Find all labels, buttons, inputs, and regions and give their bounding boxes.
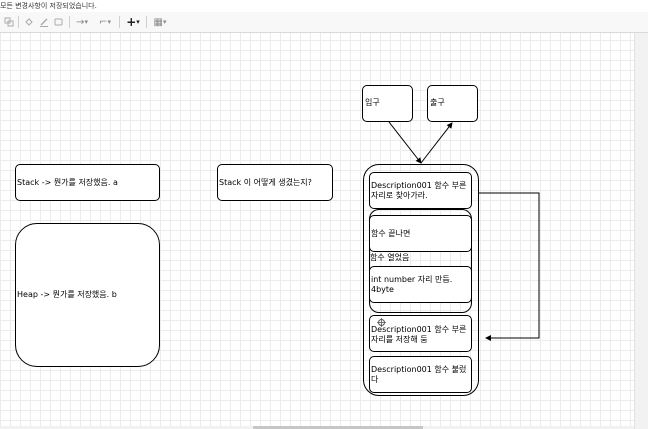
toolbar-divider — [146, 16, 147, 28]
status-bar: 모든 변경사항이 저장되었습니다. — [0, 0, 648, 12]
stack-question-box[interactable]: Stack 이 어떻게 생겼는지? — [217, 164, 333, 201]
undo-icon[interactable] — [3, 15, 15, 29]
function-end-box[interactable]: 함수 끝나면 — [369, 215, 472, 252]
toolbar-divider — [69, 16, 70, 28]
frame-return-box[interactable]: Description001 함수 부른 자리로 찾아가라. — [369, 172, 472, 209]
toolbar-divider — [18, 16, 19, 28]
function-open-label: 함수 열었음 — [370, 253, 410, 262]
horizontal-scrollbar[interactable] — [0, 426, 634, 429]
vertical-scrollbar[interactable] — [634, 33, 648, 429]
move-handle-icon[interactable] — [377, 312, 386, 327]
toolbar: →▾ ⌐▾ +▾ ▦▾ — [0, 12, 648, 33]
horizontal-scroll-thumb[interactable] — [253, 426, 423, 429]
int-number-box[interactable]: int number 자리 만듬. 4byte — [369, 266, 472, 303]
heap-box[interactable]: Heap -> 뭔가를 저장했음. b — [15, 223, 160, 367]
function-frame[interactable] — [369, 209, 472, 313]
stack-box[interactable]: Stack -> 뭔가를 저장했음. a — [15, 164, 160, 201]
stack-container[interactable] — [363, 164, 479, 396]
save-position-box[interactable]: Description001 함수 부른 자리를 저장해 둠 — [369, 315, 472, 352]
save-status-text: 모든 변경사항이 저장되었습니다. — [0, 2, 97, 10]
waypoints-icon[interactable]: ⌐▾ — [99, 16, 111, 28]
exit-box[interactable]: 출구 — [427, 85, 478, 122]
fill-color-icon[interactable] — [23, 15, 35, 29]
toolbar-divider — [119, 16, 120, 28]
insert-icon[interactable]: +▾ — [126, 15, 140, 29]
function-called-box[interactable]: Description001 함수 불렀다 — [369, 356, 472, 393]
shadow-icon[interactable] — [53, 15, 65, 29]
entrance-box[interactable]: 입구 — [362, 85, 413, 122]
connection-style-icon[interactable]: →▾ — [76, 16, 88, 28]
line-color-icon[interactable] — [38, 15, 50, 29]
table-icon[interactable]: ▦▾ — [153, 16, 167, 28]
